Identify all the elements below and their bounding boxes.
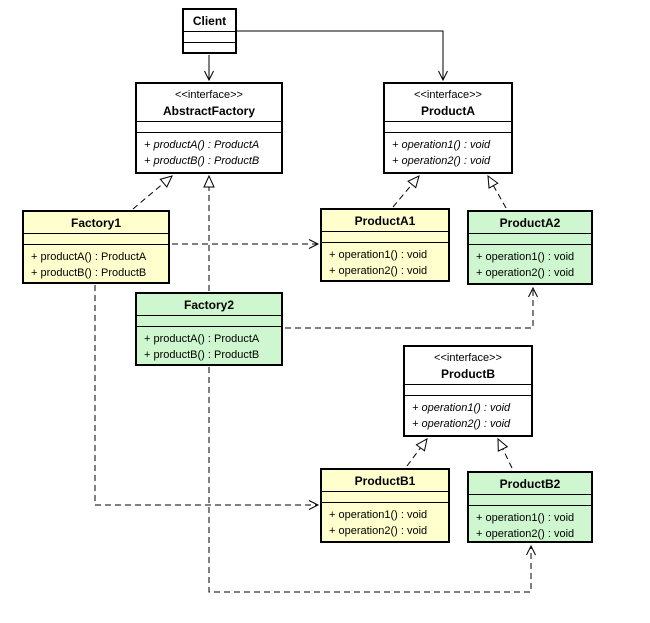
method-label: + operation1() : void [329, 249, 428, 261]
class-producta: <<interface>> ProductA + operation1() : … [383, 82, 513, 174]
attributes-compartment [24, 233, 168, 244]
attributes-compartment [322, 231, 448, 242]
method-label: + operation2() : void [329, 265, 428, 277]
edge-productb2-realizes-productb [497, 437, 513, 469]
class-name: ProductB [441, 367, 495, 381]
class-productb2: ProductB2 + operation1() : void + operat… [467, 471, 593, 543]
edge-factory2-creates-productb2 [208, 367, 536, 593]
edge-productb1-realizes-productb [406, 438, 428, 467]
class-producta1-header: ProductA1 [322, 210, 448, 231]
method-label: + operation1() : void [476, 251, 575, 263]
method-label: + operation2() : void [392, 155, 491, 167]
method-label: + productB() : ProductB [144, 349, 260, 361]
class-name: ProductA2 [499, 216, 561, 230]
method-label: + operation1() : void [392, 139, 491, 151]
class-productb: <<interface>> ProductB + operation1() : … [403, 345, 533, 437]
stereotype-label: <<interface>> [175, 89, 243, 101]
methods-compartment: + productA() : ProductA + productB() : P… [137, 132, 281, 172]
edge-factory1-realizes-abstractfactory [132, 175, 173, 210]
class-producta1: ProductA1 + operation1() : void + operat… [320, 208, 450, 282]
methods-compartment: + operation1() : void + operation2() : v… [385, 132, 511, 172]
method-label: + operation1() : void [476, 512, 575, 524]
class-producta2: ProductA2 + operation1() : void + operat… [467, 210, 593, 285]
methods-compartment: + operation1() : void + operation2() : v… [405, 395, 531, 435]
attributes-compartment [469, 233, 591, 244]
class-name: ProductA1 [354, 214, 416, 228]
attributes-compartment [137, 315, 281, 326]
method-label: + productA() : ProductA [31, 251, 147, 263]
methods-compartment: + operation1() : void + operation2() : v… [322, 242, 448, 281]
edge-producta2-realizes-producta [487, 174, 507, 209]
class-factory2-header: Factory2 [137, 294, 281, 315]
method-label: + operation1() : void [412, 402, 511, 414]
methods-compartment: + operation1() : void + operation2() : v… [469, 244, 591, 283]
edge-factory2-creates-producta2 [285, 286, 538, 329]
class-abstractfactory: <<interface>> AbstractFactory + productA… [135, 82, 283, 174]
stereotype-label: <<interface>> [414, 89, 482, 101]
method-label: + productB() : ProductB [31, 267, 147, 279]
method-label: + productA() : ProductA [144, 139, 260, 151]
edge-factory1-creates-productb1 [94, 285, 320, 510]
class-factory2: Factory2 + productA() : ProductA + produ… [135, 292, 283, 366]
class-factory1-header: Factory1 [24, 212, 168, 233]
method-label: + operation2() : void [412, 418, 511, 430]
method-label: + productA() : ProductA [144, 333, 260, 345]
method-label: + productB() : ProductB [144, 155, 260, 167]
class-productb2-header: ProductB2 [469, 473, 591, 494]
methods-compartment [184, 42, 235, 52]
class-name: ProductB2 [499, 477, 561, 491]
method-label: + operation2() : void [329, 525, 428, 537]
attributes-compartment [469, 494, 591, 505]
class-productb-header: <<interface>> ProductB [405, 347, 531, 384]
method-label: + operation1() : void [329, 509, 428, 521]
class-name: ProductA [421, 104, 475, 118]
class-factory1: Factory1 + productA() : ProductA + produ… [22, 210, 170, 284]
attributes-compartment [184, 31, 235, 42]
class-name: AbstractFactory [162, 104, 256, 118]
class-name: Client [192, 14, 227, 28]
method-label: + operation2() : void [476, 528, 575, 540]
attributes-compartment [137, 121, 281, 132]
attributes-compartment [405, 384, 531, 395]
edge-producta1-realizes-producta [392, 175, 420, 208]
class-producta-header: <<interface>> ProductA [385, 84, 511, 121]
class-client-header: Client [184, 10, 235, 31]
attributes-compartment [385, 121, 511, 132]
class-abstractfactory-header: <<interface>> AbstractFactory [137, 84, 281, 121]
attributes-compartment [322, 491, 448, 502]
class-name: Factory1 [70, 216, 122, 230]
class-producta2-header: ProductA2 [469, 212, 591, 233]
class-productb1-header: ProductB1 [322, 470, 448, 491]
methods-compartment: + productA() : ProductA + productB() : P… [24, 244, 168, 283]
methods-compartment: + operation1() : void + operation2() : v… [469, 505, 591, 544]
class-client: Client [182, 8, 237, 54]
class-name: Factory2 [183, 298, 235, 312]
class-productb1: ProductB1 + operation1() : void + operat… [320, 468, 450, 543]
methods-compartment: + operation1() : void + operation2() : v… [322, 502, 448, 541]
edge-client-producta [237, 30, 448, 82]
class-name: ProductB1 [354, 474, 416, 488]
methods-compartment: + productA() : ProductA + productB() : P… [137, 326, 281, 365]
stereotype-label: <<interface>> [434, 352, 502, 364]
method-label: + operation2() : void [476, 267, 575, 279]
